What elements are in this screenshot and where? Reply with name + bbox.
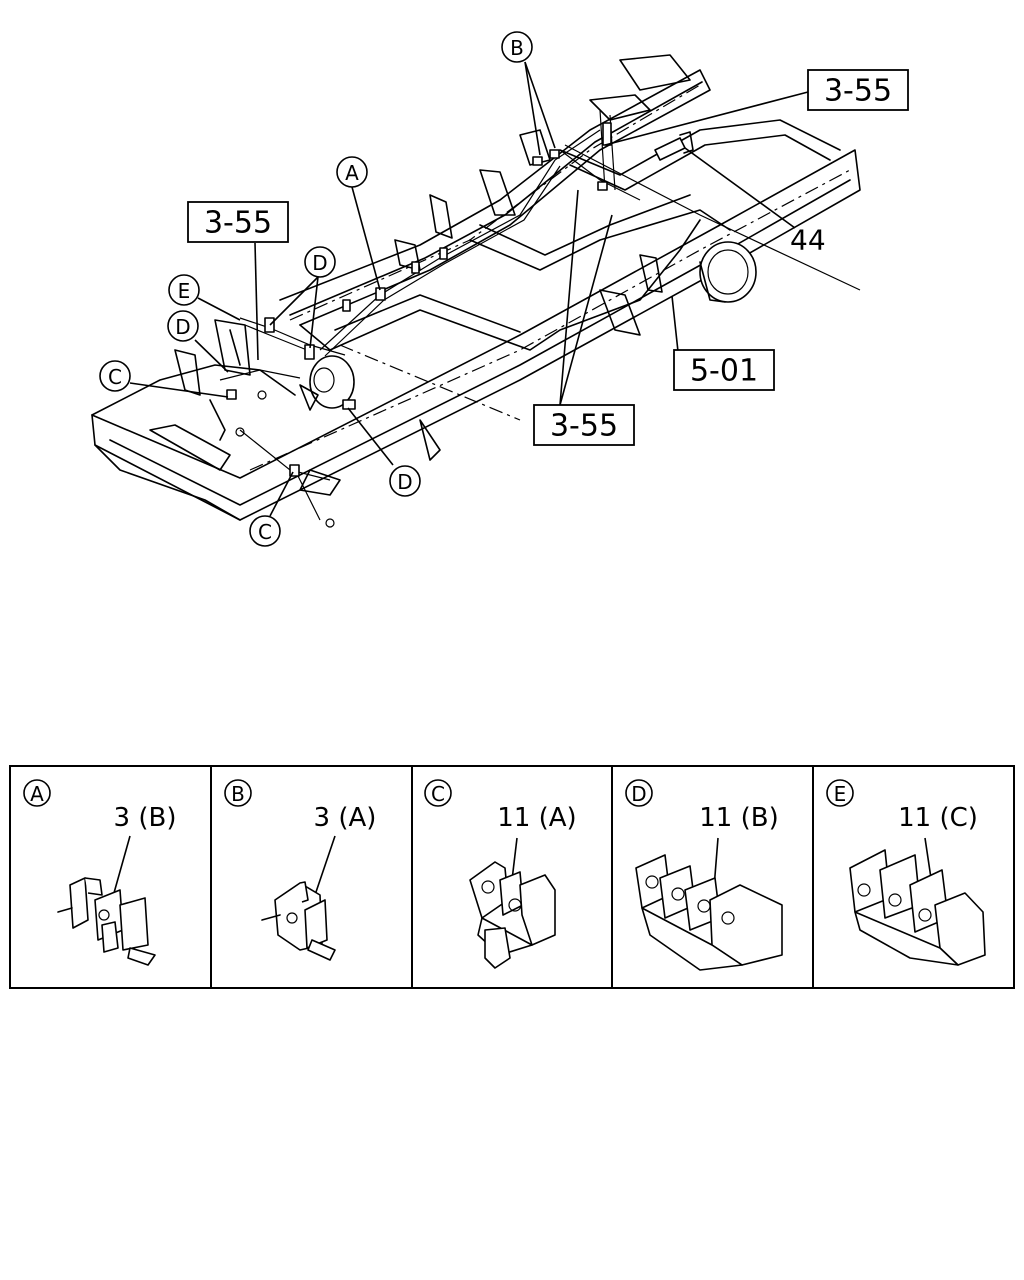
svg-text:A: A	[345, 161, 359, 185]
callout-C-lower: C	[249, 515, 281, 547]
legend-part-b: 3 (A)	[314, 803, 377, 833]
callout-C-front: C	[99, 360, 131, 392]
legend-part-c: 11 (A)	[497, 803, 576, 833]
legend-cell-d: D 11 (B)	[625, 779, 783, 971]
chassis-frame	[91, 54, 861, 528]
ref-box-left: 3-55	[187, 201, 289, 243]
ref-box-top-right: 3-55	[807, 69, 909, 111]
svg-text:3-55: 3-55	[550, 409, 618, 444]
legend-key-e: E	[834, 782, 847, 806]
svg-text:C: C	[258, 520, 272, 544]
ref-box-frame: 5-01	[673, 349, 775, 391]
svg-text:D: D	[312, 251, 327, 275]
clip-11a-icon	[469, 861, 556, 969]
legend-part-a: 3 (B)	[114, 803, 177, 833]
clip-11c-icon	[849, 849, 986, 966]
legend-cell-c: C 11 (A)	[424, 779, 577, 969]
clip-11b-icon	[635, 854, 783, 971]
legend-key-c: C	[431, 782, 445, 806]
clip-3b-icon	[57, 877, 156, 966]
callout-A: A	[336, 156, 368, 188]
svg-text:D: D	[397, 470, 412, 494]
svg-text:D: D	[175, 315, 190, 339]
svg-text:3-55: 3-55	[204, 206, 272, 241]
legend-cell-a: A 3 (B)	[23, 779, 177, 966]
legend-part-d: 11 (B)	[699, 803, 778, 833]
leader-lines	[129, 61, 809, 517]
svg-text:E: E	[178, 279, 191, 303]
svg-text:3-55: 3-55	[824, 74, 892, 109]
callout-D-lower: D	[389, 465, 421, 497]
svg-text:5-01: 5-01	[690, 354, 758, 389]
callout-E: E	[168, 274, 200, 306]
ref-box-bottom: 3-55	[533, 404, 635, 446]
legend-key-d: D	[631, 782, 646, 806]
legend-cell-b: B 3 (A)	[224, 779, 377, 961]
legend-key-b: B	[231, 782, 245, 806]
callout-D-left: D	[167, 310, 199, 342]
clip-3a-icon	[261, 881, 336, 961]
callout-B: B	[501, 31, 533, 63]
callout-D-upper: D	[304, 246, 336, 278]
svg-text:C: C	[108, 365, 122, 389]
svg-text:B: B	[510, 36, 524, 60]
legend-key-a: A	[30, 782, 44, 806]
legend-part-e: 11 (C)	[898, 803, 978, 833]
legend-cell-e: E 11 (C)	[826, 779, 986, 966]
part-number-44: 44	[790, 224, 826, 257]
